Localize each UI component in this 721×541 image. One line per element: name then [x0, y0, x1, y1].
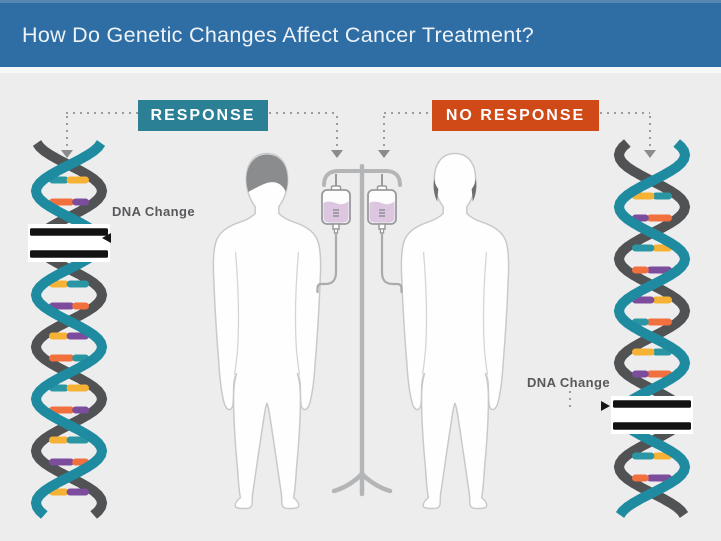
dna-change-label-left: DNA Change [112, 204, 195, 219]
iv-stand-icon [316, 164, 403, 497]
banner-divider [0, 67, 721, 73]
connector-down-left-bag [336, 116, 338, 148]
dna-change-label-right: DNA Change [527, 375, 610, 390]
iv-hanger-bar [322, 169, 402, 187]
arrow-right-icon [601, 401, 610, 411]
connector-response-left [66, 112, 138, 114]
hair-icon [246, 154, 288, 192]
arrow-down-icon [644, 150, 656, 158]
arrow-left-icon [102, 233, 111, 243]
patient-with-hair-icon [212, 152, 322, 510]
arrow-down-icon [378, 150, 390, 158]
iv-bag-icon [367, 174, 403, 294]
title-banner: How Do Genetic Changes Affect Cancer Tre… [0, 0, 721, 67]
dna-helix-mutated-icon [611, 139, 693, 518]
connector-response-right [269, 112, 337, 114]
connector-noresponse-left [384, 112, 432, 114]
connector-down-right-bag [383, 116, 385, 148]
iv-tube [380, 231, 403, 294]
connector-down-right-dna [649, 116, 651, 148]
iv-tube [316, 231, 338, 294]
response-badge: RESPONSE [138, 100, 268, 131]
iv-bag-icon [316, 174, 351, 294]
arrow-down-icon [331, 150, 343, 158]
connector-noresponse-right [600, 112, 650, 114]
dna-helix-mutated-icon [28, 140, 110, 519]
no-response-badge: NO RESPONSE [432, 100, 599, 131]
dna-change-pointer-line [569, 391, 571, 408]
patient-bald-icon [400, 152, 510, 510]
arrow-down-icon [61, 150, 73, 158]
iv-pole [359, 164, 365, 476]
connector-down-left-dna [66, 116, 68, 148]
page-title: How Do Genetic Changes Affect Cancer Tre… [22, 22, 535, 47]
